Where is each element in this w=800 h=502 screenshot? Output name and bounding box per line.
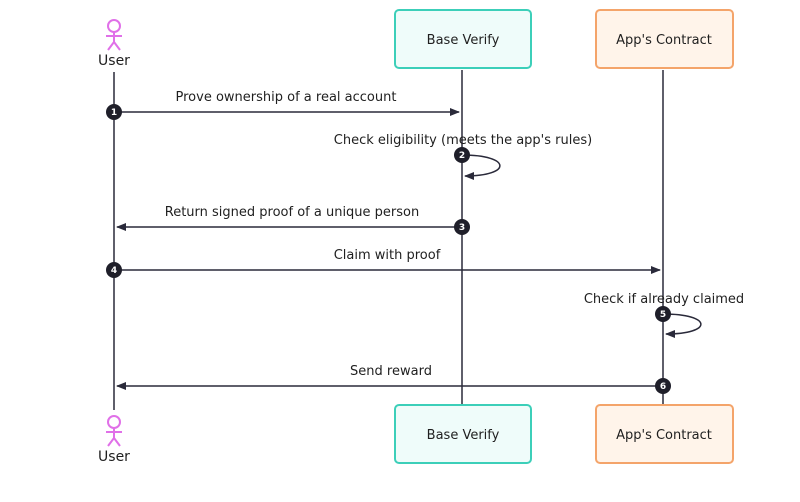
base-verify-label-top: Base Verify [427, 33, 500, 48]
user-stick-figure-icon [106, 415, 122, 447]
message-4-number: 4 [111, 266, 117, 276]
message-2-number: 2 [459, 151, 465, 161]
message-2: Check eligibility (meets the app's rules… [334, 133, 592, 180]
user-actor-bottom: User [98, 415, 130, 465]
base-verify-label-bottom: Base Verify [427, 428, 500, 443]
message-3: Return signed proof of a unique person 3 [116, 205, 470, 235]
user-label-bottom: User [98, 449, 130, 465]
message-5-text: Check if already claimed [584, 292, 744, 307]
base-verify-box-top: Base Verify [394, 9, 532, 69]
message-6-text: Send reward [350, 364, 432, 379]
message-4-text: Claim with proof [334, 248, 441, 263]
message-1-text: Prove ownership of a real account [176, 90, 397, 105]
message-2-number-badge [454, 147, 470, 163]
message-3-number-badge [454, 219, 470, 235]
app-contract-label-bottom: App's Contract [616, 428, 712, 443]
message-5-number: 5 [660, 310, 666, 320]
app-contract-box-bottom: App's Contract [595, 404, 734, 464]
app-contract-box-top: App's Contract [595, 9, 734, 69]
base-verify-box-bottom: Base Verify [394, 404, 532, 464]
message-1: Prove ownership of a real account 1 [106, 90, 460, 120]
message-5-number-badge [655, 306, 671, 322]
message-4-number-badge [106, 262, 122, 278]
user-stick-figure-icon [106, 19, 122, 51]
message-4: Claim with proof 4 [106, 248, 661, 278]
message-5: Check if already claimed 5 [584, 292, 744, 338]
message-1-number: 1 [111, 108, 117, 118]
app-contract-label-top: App's Contract [616, 33, 712, 48]
message-6: Send reward 6 [116, 364, 671, 394]
message-3-number: 3 [459, 223, 465, 233]
user-actor-top: User [98, 19, 130, 69]
message-3-text: Return signed proof of a unique person [165, 205, 420, 220]
message-1-number-badge [106, 104, 122, 120]
message-6-number-badge [655, 378, 671, 394]
message-6-number: 6 [660, 382, 666, 392]
user-label-top: User [98, 53, 130, 69]
message-2-text: Check eligibility (meets the app's rules… [334, 133, 592, 148]
